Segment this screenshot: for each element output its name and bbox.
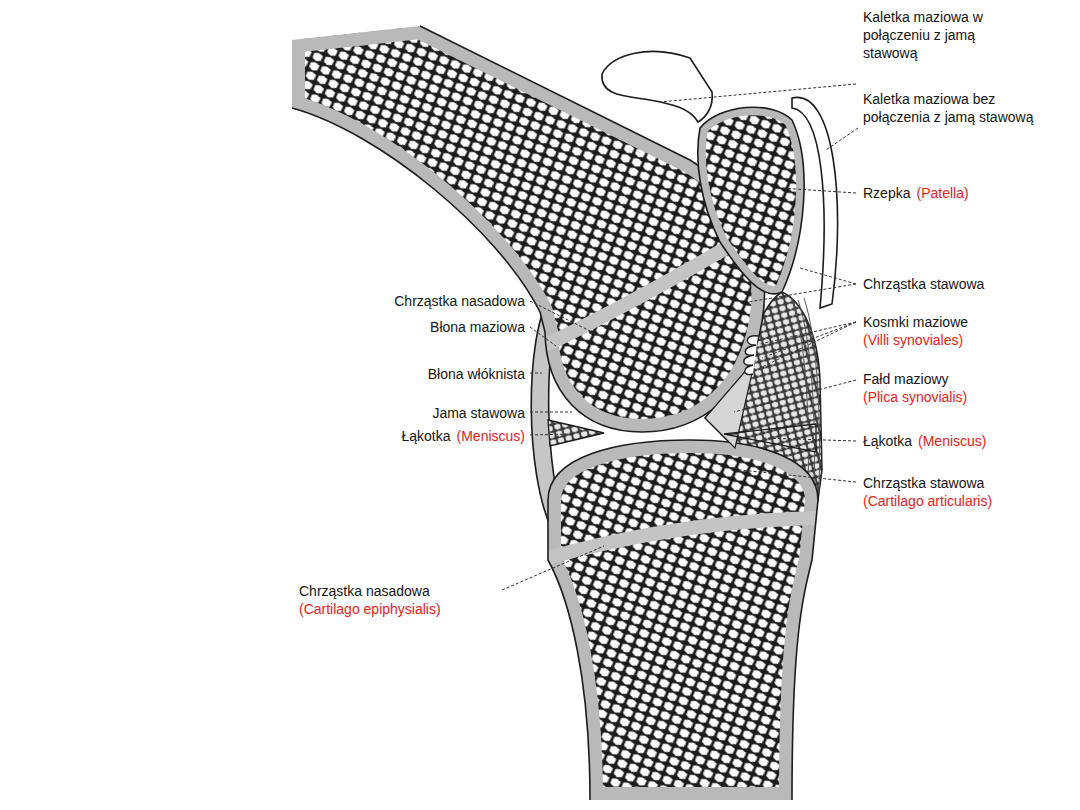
part-label: Kaletka maziowa w połączeniu z jamą staw… bbox=[862, 8, 1032, 62]
part-label: Chrząstka nasadowa bbox=[393, 292, 526, 310]
part-label: Chrząstka stawowa bbox=[862, 275, 985, 293]
illustration-part bbox=[748, 268, 856, 302]
part-label: Rzepka bbox=[862, 184, 911, 202]
part-label: Błona włóknista bbox=[427, 365, 526, 383]
part-label: Kosmki maziowe bbox=[862, 313, 969, 331]
illustration-part bbox=[540, 440, 824, 800]
part-label: Łąkotka bbox=[400, 427, 451, 445]
illustration-part bbox=[826, 128, 858, 150]
illustration-part bbox=[734, 380, 856, 412]
illustration-part bbox=[698, 107, 804, 294]
illustration-part bbox=[548, 440, 818, 800]
illustration-part bbox=[502, 546, 604, 590]
illustration-part bbox=[740, 470, 856, 482]
part-label: Łąkotka bbox=[862, 432, 913, 450]
illustration-part bbox=[698, 107, 804, 294]
latin-term: (Villi synoviales) bbox=[862, 331, 964, 349]
illustration-part bbox=[548, 440, 818, 800]
illustration-part bbox=[292, 26, 764, 432]
part-label: Chrząstka stawowa bbox=[862, 474, 985, 492]
illustration-part bbox=[530, 434, 572, 435]
part-label: Błona maziowa bbox=[429, 318, 526, 336]
illustration-part bbox=[764, 438, 856, 441]
illustration-part bbox=[292, 26, 764, 432]
illustration-part bbox=[660, 84, 856, 102]
tibia bbox=[540, 440, 824, 800]
synovial-villi bbox=[744, 336, 758, 375]
illustration-part bbox=[530, 327, 556, 346]
patella bbox=[698, 107, 804, 294]
femur bbox=[292, 26, 770, 432]
latin-term: (Plica synovialis) bbox=[862, 388, 968, 406]
illustration-part bbox=[292, 26, 770, 432]
part-label: Chrząstka nasadowa bbox=[298, 582, 431, 600]
latin-term: (Meniscus) bbox=[456, 427, 526, 445]
illustration-part bbox=[760, 322, 856, 368]
illustration-part bbox=[530, 412, 572, 413]
leader-lines bbox=[502, 84, 858, 590]
part-label: Fałd maziowy bbox=[862, 370, 950, 388]
latin-term: (Cartilago epiphysialis) bbox=[298, 600, 442, 618]
epiphyseal-cartilage bbox=[540, 518, 824, 560]
part-label: Jama stawowa bbox=[431, 404, 526, 422]
latin-term: (Meniscus) bbox=[917, 432, 987, 450]
illustration-part bbox=[530, 301, 600, 336]
illustration-part bbox=[698, 107, 804, 294]
illustration-part bbox=[530, 373, 542, 374]
latin-term: (Cartilago articularis) bbox=[862, 492, 993, 510]
part-label: Kaletka maziowa bez połączenia z jamą st… bbox=[862, 90, 1036, 126]
meniscus bbox=[548, 420, 604, 446]
latin-term: (Patella) bbox=[915, 184, 969, 202]
bursa-communicating bbox=[602, 51, 712, 122]
illustration-part bbox=[780, 188, 856, 193]
